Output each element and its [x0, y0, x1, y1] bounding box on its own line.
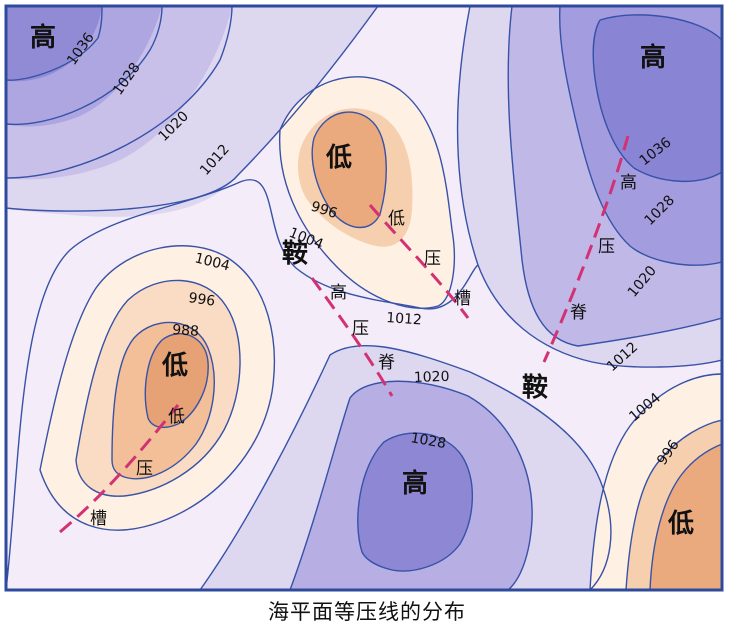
- isobar-line: [278, 76, 455, 309]
- isobar-line: [592, 19, 722, 182]
- isobar-line: [599, 14, 722, 41]
- trough-line-middle: [368, 204, 470, 319]
- high-area-bottom-core: [357, 433, 473, 571]
- axis-label: 压: [136, 459, 153, 479]
- isobar-label: 1012: [386, 310, 423, 328]
- isobar-line: [456, 6, 722, 368]
- isobar-line: [144, 333, 209, 429]
- axis-label: 压: [424, 249, 441, 269]
- axis-label: 压: [352, 319, 369, 339]
- axis-label: 槽: [454, 289, 471, 309]
- axis-label: 脊: [378, 353, 395, 373]
- high-center-bottom-middle: 高: [402, 468, 428, 499]
- ridge-line-middle: [310, 277, 394, 397]
- isobar-line: [39, 245, 275, 531]
- isobar-line: [625, 419, 722, 590]
- isobar-line: [589, 373, 722, 590]
- axis-label: 槽: [90, 509, 107, 529]
- low-center-upper-middle: 低: [325, 143, 352, 173]
- isobar-line: [6, 6, 103, 81]
- map-border: [4, 4, 724, 592]
- isobar-label: 1028: [409, 430, 447, 452]
- isobar-line: [199, 344, 612, 590]
- high-area-top-left-core: [6, 6, 102, 82]
- axis-label: 低: [388, 209, 405, 229]
- saddle-label-right: 鞍: [522, 372, 548, 403]
- figure-caption: 海平面等压线的分布: [268, 600, 466, 624]
- isobar-line: [6, 6, 233, 179]
- axis-label: 高: [330, 283, 347, 303]
- axis-label: 低: [168, 407, 185, 427]
- ridge-line-right: [542, 135, 630, 363]
- axis-label: 压: [598, 237, 615, 257]
- low-center-bottom-right: 低: [667, 509, 694, 539]
- isobar-line: [311, 111, 387, 229]
- isobar-label: 988: [172, 322, 200, 340]
- isobar-label: 1020: [414, 369, 450, 386]
- low-area-bottom-right-core: [650, 444, 722, 590]
- isobar-line: [75, 279, 241, 497]
- isobar-line: [111, 321, 215, 480]
- low-area-upper-middle-core: [312, 112, 387, 228]
- high-center-top-left: 高: [30, 22, 56, 53]
- trough-line-left: [59, 404, 180, 534]
- saddle-label-left: 鞍: [282, 238, 308, 269]
- axis-label: 高: [620, 173, 637, 193]
- isobar-line: [559, 6, 722, 266]
- axis-label: 脊: [570, 303, 587, 323]
- isobar-label: 996: [187, 290, 216, 310]
- isobar-label: 996: [309, 199, 339, 223]
- isobar-line: [289, 380, 533, 590]
- isobar-line: [6, 179, 479, 590]
- high-center-top-right: 高: [640, 42, 666, 73]
- isobar-line: [6, 6, 379, 212]
- low-area-left-core: [145, 333, 209, 428]
- low-center-left: 低: [161, 351, 188, 381]
- isobar-line: [6, 6, 163, 126]
- isobar-line: [357, 432, 473, 572]
- isobar-line: [507, 6, 722, 347]
- isobar-line: [649, 443, 722, 590]
